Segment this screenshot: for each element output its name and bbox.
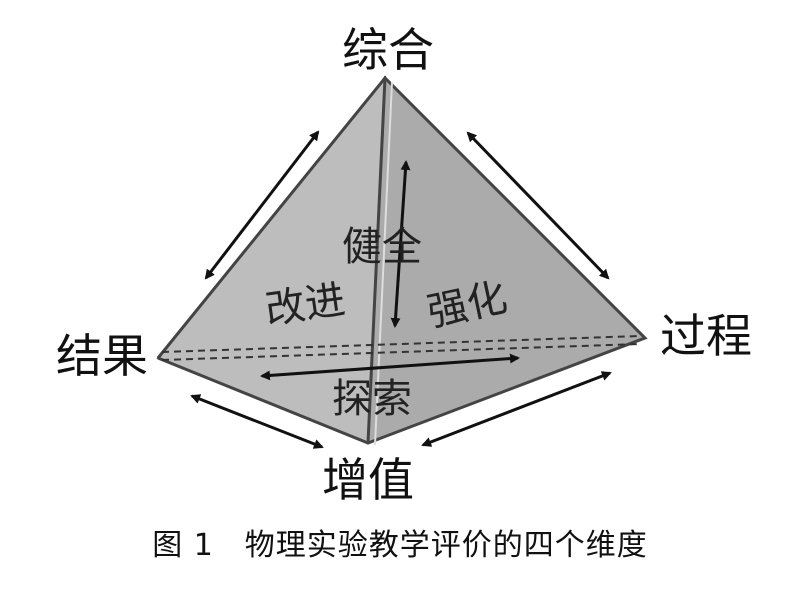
figure-caption: 图 1 物理实验教学评价的四个维度 (152, 528, 648, 563)
vertex-label-left: 结果 (56, 329, 148, 383)
arrow-top-left (204, 130, 320, 280)
arrow-vertical-inner (390, 160, 411, 328)
hidden-edge-dashed (161, 335, 641, 353)
face-label-left: 改进 (262, 277, 348, 334)
vertex-label-bottom: 增值 (322, 453, 414, 507)
front-edge (366, 77, 387, 444)
hidden-edge-dashed-2 (161, 343, 641, 361)
face-label-bottom: 探索 (332, 376, 412, 422)
tetrahedron-diagram: 综合 结果 过程 增值 健全 改进 强化 探索 (56, 23, 752, 507)
face-label-center: 健全 (342, 224, 422, 270)
arrow-horizontal-inner (260, 353, 520, 381)
front-edge-highlight (374, 81, 393, 446)
vertex-label-top: 综合 (342, 23, 434, 77)
arrow-bottom-left (190, 394, 324, 449)
arrow-bottom-right (421, 371, 612, 447)
vertex-label-right: 过程 (660, 309, 752, 363)
arrow-top-right (466, 131, 610, 280)
